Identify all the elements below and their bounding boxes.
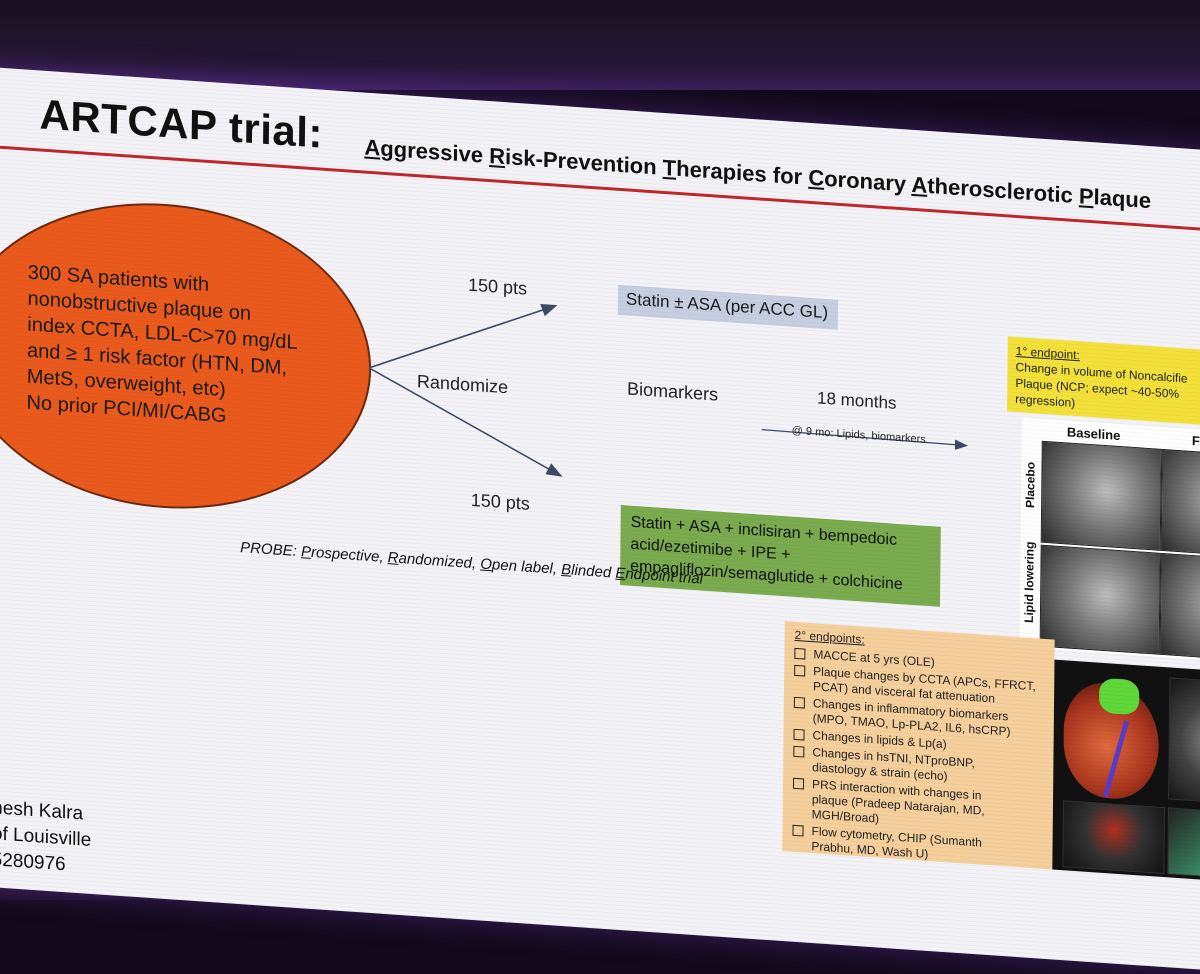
ct-image-placebo-baseline bbox=[1040, 440, 1162, 551]
ct-curve-image bbox=[1167, 807, 1200, 882]
room-background-top bbox=[0, 0, 1200, 90]
ct-image-lipid-baseline bbox=[1039, 544, 1161, 655]
probe-initial: B bbox=[561, 560, 572, 579]
arm-bottom-count: 150 pts bbox=[470, 489, 530, 514]
checkbox-icon bbox=[793, 745, 805, 758]
heart-highlight-region bbox=[1098, 677, 1140, 716]
arrow-to-control-arm bbox=[368, 303, 558, 369]
checkbox-icon bbox=[794, 647, 806, 660]
checkbox-icon bbox=[793, 728, 805, 741]
checkbox-icon bbox=[794, 664, 806, 677]
baseline-column-label: Baseline bbox=[1066, 424, 1121, 444]
ccta-image-panel: Baseline Follo Placebo Lipid lowering bbox=[1019, 417, 1200, 665]
followup-column-label: Follo bbox=[1191, 432, 1200, 451]
ct-image-placebo-followup bbox=[1160, 448, 1200, 559]
placebo-row-label: Placebo bbox=[1023, 461, 1038, 509]
arrow-18-months bbox=[761, 428, 968, 450]
checkbox-icon bbox=[792, 824, 804, 837]
probe-initial: R bbox=[387, 549, 399, 567]
probe-initial: P bbox=[300, 543, 312, 561]
lipid-lowering-row-label: Lipid lowering bbox=[1021, 541, 1037, 624]
probe-initial: O bbox=[480, 555, 493, 574]
ct-image-lipid-followup bbox=[1159, 552, 1200, 663]
author-id: 5280976 bbox=[0, 849, 66, 876]
arrow-to-intervention-arm bbox=[368, 367, 563, 477]
ct-cross-section-image bbox=[1168, 677, 1200, 807]
checkbox-icon bbox=[792, 777, 805, 790]
arm-top-count: 150 pts bbox=[467, 274, 528, 299]
checkbox-icon bbox=[793, 696, 805, 709]
ct-plaque-image bbox=[1062, 800, 1166, 875]
cardiac-ct-image-panel bbox=[1052, 659, 1200, 885]
probe-initial: E bbox=[615, 564, 626, 583]
projected-slide: ARTCAP trial: Aggressive Risk-Prevention… bbox=[0, 65, 1200, 974]
secondary-endpoints-list: MACCE at 5 yrs (OLE)Plaque changes by CC… bbox=[792, 646, 1044, 870]
randomization-arrows bbox=[368, 303, 968, 477]
secondary-endpoints-box: 2° endpoints: MACCE at 5 yrs (OLE)Plaque… bbox=[782, 621, 1055, 870]
